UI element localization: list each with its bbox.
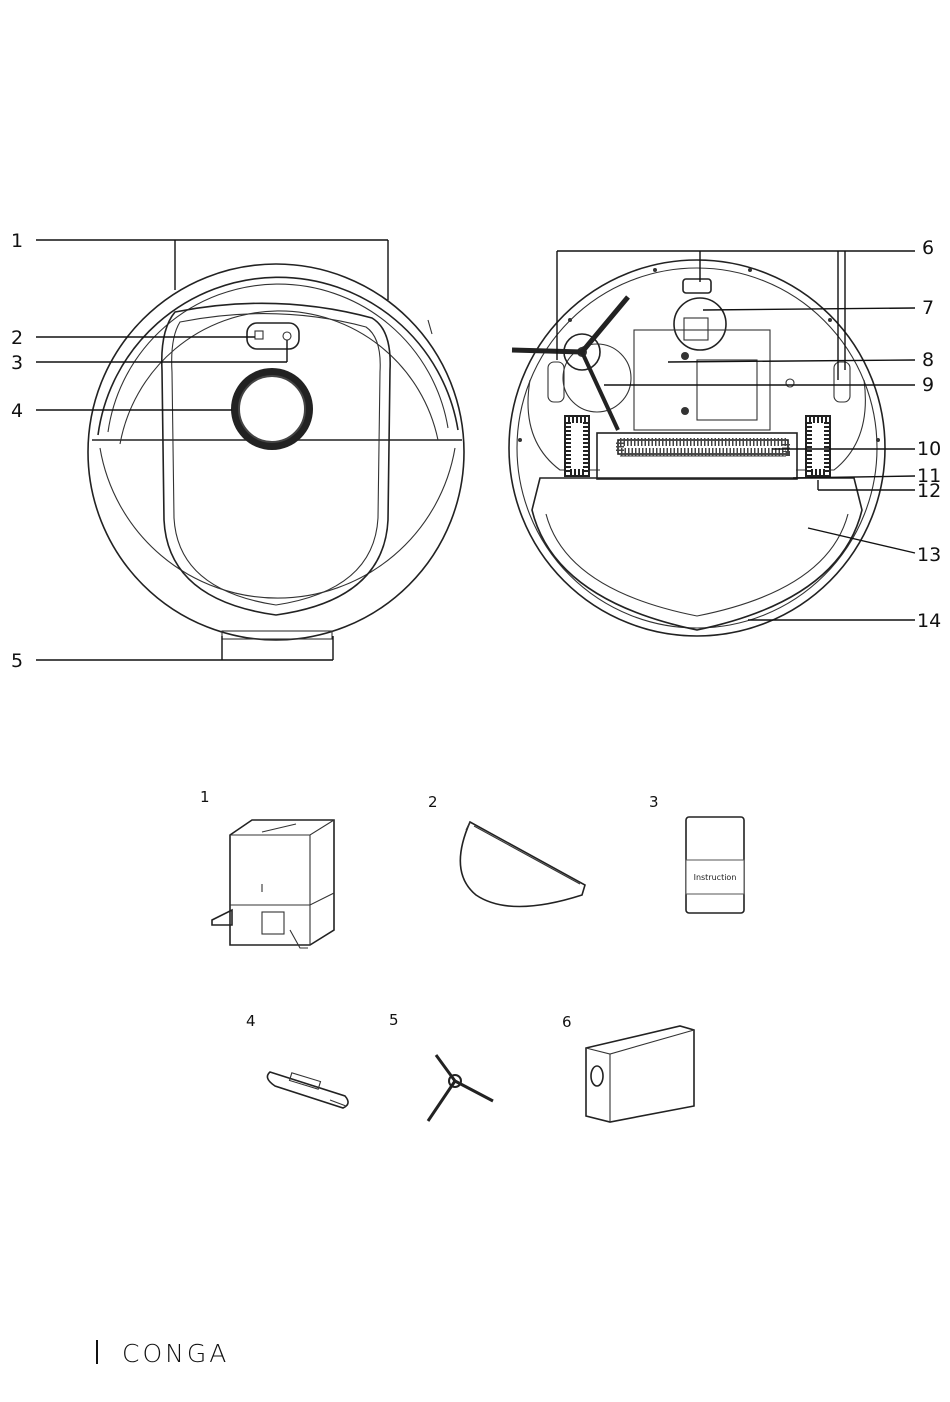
- accessory-label-3: 3: [649, 793, 659, 811]
- bottom-view-callouts: [557, 251, 915, 620]
- docking-station-drawing: [212, 820, 334, 948]
- callout-top-3: 3: [11, 352, 23, 374]
- accessory-label-6: 6: [562, 1013, 572, 1031]
- manual-cover-text: Instruction: [694, 873, 737, 882]
- mop-pad-drawing: [460, 822, 585, 907]
- side-brush-drawing: [428, 1055, 493, 1121]
- callout-bottom-7: 7: [922, 297, 934, 319]
- instruction-manual-drawing: Instruction: [686, 817, 744, 913]
- accessory-label-1: 1: [200, 788, 210, 806]
- filter-box-drawing: [586, 1026, 694, 1122]
- callout-bottom-9: 9: [922, 374, 934, 396]
- accessory-label-2: 2: [428, 793, 438, 811]
- callout-bottom-6: 6: [922, 237, 934, 259]
- robot-bottom-view: [509, 260, 885, 636]
- callout-top-5: 5: [11, 650, 23, 672]
- callout-bottom-8: 8: [922, 349, 934, 371]
- accessory-label-4: 4: [246, 1012, 256, 1030]
- robot-top-view: [88, 264, 464, 640]
- brand-divider: [96, 1340, 98, 1364]
- brand-logo: CONGA: [122, 1339, 229, 1368]
- callout-top-1: 1: [11, 230, 23, 252]
- accessory-label-5: 5: [389, 1011, 399, 1029]
- callout-bottom-12: 12: [917, 480, 941, 502]
- callout-top-2: 2: [11, 327, 23, 349]
- callout-top-4: 4: [11, 400, 23, 422]
- callout-bottom-14: 14: [917, 610, 941, 632]
- callout-bottom-10: 10: [917, 438, 941, 460]
- cleaning-tool-drawing: [267, 1072, 348, 1108]
- callout-bottom-13: 13: [917, 544, 941, 566]
